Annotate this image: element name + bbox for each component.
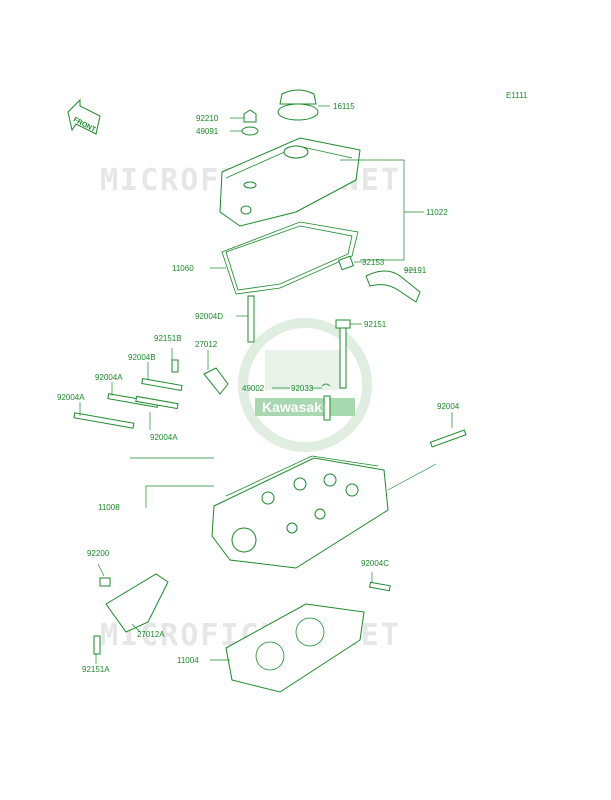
label-92004B: 92004B xyxy=(128,353,156,362)
studs-92004B xyxy=(141,362,183,392)
label-49091: 49091 xyxy=(196,127,219,136)
label-92004A-3: 92004A xyxy=(150,433,178,442)
label-92151: 92151 xyxy=(364,320,387,329)
breather-hose-92191 xyxy=(365,269,421,303)
label-92151B: 92151B xyxy=(154,334,182,343)
label-92004A-2: 92004A xyxy=(57,393,85,402)
label-27012A: 27012A xyxy=(137,630,165,639)
label-92210: 92210 xyxy=(196,114,219,123)
studs-92004A-group2 xyxy=(73,402,135,429)
stud-92004D xyxy=(236,295,255,343)
washer-49091 xyxy=(230,126,259,136)
clip-92033 xyxy=(310,383,331,389)
label-92004: 92004 xyxy=(437,402,460,411)
label-16115: 16115 xyxy=(333,102,355,111)
label-11022: 11022 xyxy=(426,208,448,217)
label-92191: 92191 xyxy=(404,266,427,275)
label-27012: 27012 xyxy=(195,340,218,349)
label-92151A: 92151A xyxy=(82,665,110,674)
label-92200: 92200 xyxy=(87,549,110,558)
bracket-27012A xyxy=(105,573,169,633)
front-arrow-icon: FRONT xyxy=(67,98,101,135)
label-49002: 49002 xyxy=(242,384,265,393)
grommet-32153 xyxy=(338,255,366,271)
bolt-92151 xyxy=(335,319,362,389)
diagram-code: E1111 xyxy=(506,91,528,100)
head-gasket-11004 xyxy=(210,603,365,693)
label-11008: 11008 xyxy=(98,503,120,512)
oil-filler-cap-16115 xyxy=(277,89,330,121)
label-92004A-1: 92004A xyxy=(95,373,123,382)
studs-92004A-group3 xyxy=(135,395,179,430)
label-92004D: 92004D xyxy=(195,312,223,321)
gasket-27012 xyxy=(203,350,229,395)
cylinder-head-11008 xyxy=(130,455,437,569)
label-11004: 11004 xyxy=(177,656,199,665)
label-32153: 32153 xyxy=(362,258,385,267)
logo-text: Kawasaki xyxy=(262,399,326,415)
head-cover-11022 xyxy=(219,137,424,261)
label-11060: 11060 xyxy=(172,264,194,273)
label-92004C: 92004C xyxy=(361,559,389,568)
stud-92004C xyxy=(369,572,391,592)
stud-92004 xyxy=(429,412,467,448)
bolt-92151B xyxy=(171,348,179,373)
nut-92200 xyxy=(97,563,111,587)
gasket-11060 xyxy=(210,221,359,295)
nut-92210 xyxy=(230,109,257,123)
label-92033: 92033 xyxy=(291,384,314,393)
bolt-92151A xyxy=(93,635,101,664)
sleeve-49002 xyxy=(272,387,331,421)
